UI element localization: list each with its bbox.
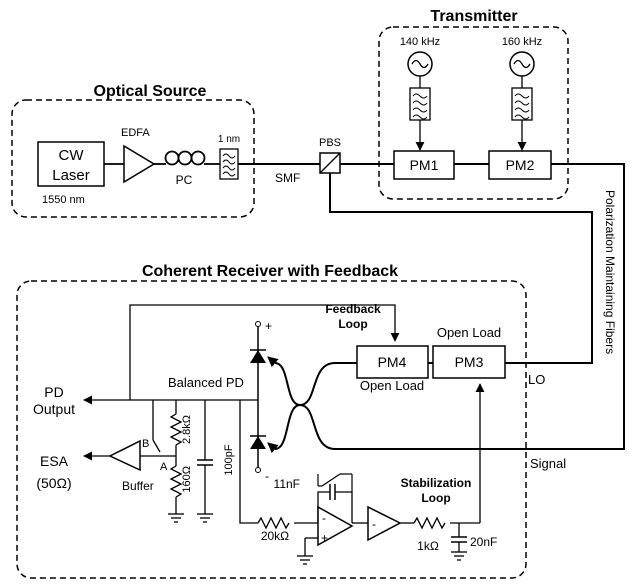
pm2-label: PM2 xyxy=(506,157,535,173)
inverting-amplifier xyxy=(367,505,402,542)
cw-laser-label: CW xyxy=(59,147,85,164)
ground-icon xyxy=(451,551,467,561)
filter-wave-icon xyxy=(412,93,428,120)
coherent-receiver-title: Coherent Receiver with Feedback xyxy=(142,263,398,280)
reset-switch xyxy=(321,473,346,487)
filter-wave-icon xyxy=(222,153,236,177)
pm4-label: PM4 xyxy=(378,354,407,370)
smf-label: SMF xyxy=(275,171,300,185)
pm3-modulator xyxy=(432,345,506,379)
pd-plus-label: + xyxy=(265,319,272,333)
buffer-label: Buffer xyxy=(122,479,154,493)
esa-label-2: (50Ω) xyxy=(36,475,71,491)
r-filter-label: 1kΩ xyxy=(417,539,439,553)
optical-source-title: Optical Source xyxy=(94,83,207,100)
pd-output-label: PD xyxy=(44,384,63,400)
sine-wave-icon xyxy=(411,59,429,69)
opamp-minus-label: - xyxy=(322,511,326,525)
lo-label: LO xyxy=(528,372,545,387)
balanced-photodetector xyxy=(250,321,266,473)
buffer-amplifier xyxy=(108,439,141,472)
filter-wave-icon xyxy=(514,93,530,120)
open-load-top-label: Open Load xyxy=(437,325,501,340)
electrical-filter-2 xyxy=(511,87,533,121)
resistor-20k xyxy=(257,516,290,530)
resistor-1k xyxy=(413,516,446,530)
c1-label: 100pF xyxy=(223,444,235,475)
r1-label: 2.8kΩ xyxy=(181,415,193,444)
resistor-160 xyxy=(169,465,183,498)
pd-minus-label: - xyxy=(265,469,269,483)
receiver-box xyxy=(16,280,527,579)
cw-laser-label-2: Laser xyxy=(52,167,90,184)
feedback-wire xyxy=(129,304,400,400)
c-filter-label: 20nF xyxy=(470,535,497,549)
ground-icon xyxy=(297,555,313,565)
open-load-bottom-label: Open Load xyxy=(360,378,424,393)
integrator-opamp xyxy=(317,505,354,547)
ground-icon xyxy=(168,513,184,523)
switch-b-label: B xyxy=(142,438,149,450)
opamp-plus-label: + xyxy=(321,531,328,545)
stabilization-loop-label-2: Loop xyxy=(421,491,450,505)
edfa-amplifier xyxy=(123,144,156,184)
balanced-pd-label: Balanced PD xyxy=(168,375,244,390)
pd-output-label-2: Output xyxy=(33,401,75,417)
pm-fibers-label: Polarization Maintaining Fibers xyxy=(603,190,617,354)
pm3-label: PM3 xyxy=(455,354,484,370)
electrical-filter-1 xyxy=(409,87,431,121)
selector-switch xyxy=(152,439,161,453)
optical-source-box xyxy=(11,99,255,218)
r-int-label: 20kΩ xyxy=(261,529,289,543)
r2-label: 160Ω xyxy=(181,466,193,493)
filter-bandwidth-label: 1 nm xyxy=(218,134,240,145)
c-int-label: 11nF xyxy=(274,477,300,491)
fiber-coupler xyxy=(274,362,336,450)
pc-label: PC xyxy=(176,173,193,187)
lo-fiber-path xyxy=(329,173,593,364)
transmitter-title: Transmitter xyxy=(430,8,517,25)
pm2-modulator xyxy=(488,150,552,180)
pbs-label: PBS xyxy=(319,137,341,149)
freq2-label: 160 kHz xyxy=(502,36,542,48)
resistor-2-8k xyxy=(169,413,183,446)
esa-label: ESA xyxy=(40,453,69,469)
pm1-label: PM1 xyxy=(410,157,439,173)
sine-wave-icon xyxy=(513,59,531,69)
signal-label: Signal xyxy=(530,456,566,471)
amp2-minus-label: - xyxy=(372,517,376,531)
switch-a-label: A xyxy=(160,461,168,473)
feedback-loop-label-2: Loop xyxy=(338,317,367,331)
ground-icon xyxy=(197,513,213,523)
wavelength-label: 1550 nm xyxy=(42,194,85,206)
polarization-controller xyxy=(164,150,206,166)
pm1-modulator xyxy=(393,150,455,180)
feedback-loop-label: Feedback xyxy=(325,302,381,316)
stabilization-loop-label: Stabilization xyxy=(401,476,472,490)
freq1-label: 140 kHz xyxy=(400,36,440,48)
transmitter-box xyxy=(378,26,569,200)
edfa-label: EDFA xyxy=(121,127,150,139)
